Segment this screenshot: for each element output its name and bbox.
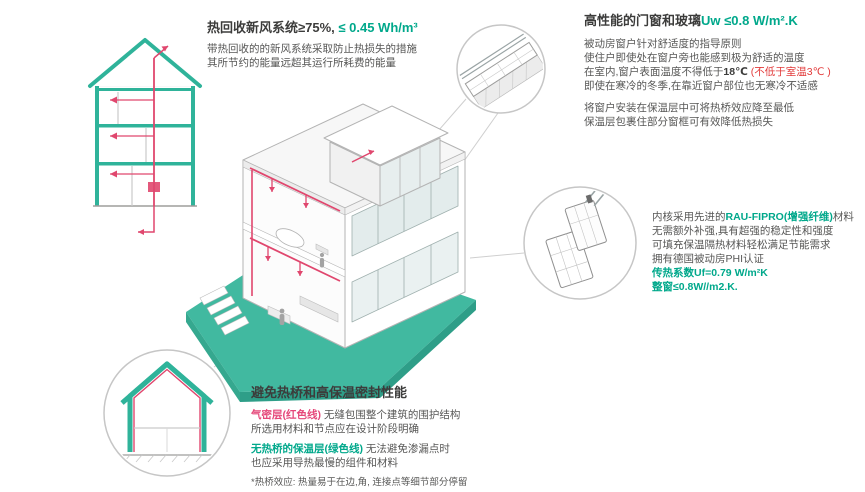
thermal-section: 避免热桥和高保温密封性能 气密层(红色线) 无缝包围整个建筑的围护结构 所选用材… [251, 385, 467, 490]
ground-hatch [123, 454, 203, 463]
windows-line3: 在室内,窗户表面温度不得低于18℃ (不低于室温3℃ ) [584, 65, 831, 79]
windows-body: 被动房窗户针对舒适度的指导原则 使住户即使处在窗户旁也能感到极为舒适的温度 在室… [584, 37, 831, 129]
windows-section: 高性能的门窗和玻璃Uw ≤0.8 W/m².K 被动房窗户针对舒适度的指导原则 … [584, 13, 831, 129]
hrv-arrow-icons [110, 46, 168, 235]
thermal-footnote: *热桥效应: 热量易于在边,角, 连接点等细节部分停留 [251, 476, 468, 488]
profile-line3: 可填充保温隔热材料轻松满足节能需求 [652, 239, 831, 251]
windows-line3-temp: 18℃ [723, 65, 751, 78]
thermal-line1-rest: 无缝包围整个建筑的围护结构 [321, 408, 461, 421]
isometric-house-illustration [242, 103, 466, 349]
stairs-illustration [199, 285, 250, 336]
windows-line3-note: (不低于室温3℃ ) [750, 65, 831, 78]
hrv-line2: 其所节约的能量远超其运行所耗费的能量 [207, 56, 396, 69]
interior-details-illustration [249, 149, 375, 325]
thermal-line1: 气密层(红色线) 无缝包围整个建筑的围护结构 [251, 408, 467, 422]
windows-line5: 将窗户安装在保温层中可将热桥效应降至最低 [584, 101, 794, 114]
thermal-line3: 无热桥的保温层(绿色线) 无法避免渗漏点时 [251, 442, 467, 456]
duct-arrow-icons [265, 149, 374, 276]
windows-title-value: Uw ≤0.8 W/m².K [701, 13, 798, 28]
thermal-body: 气密层(红色线) 无缝包围整个建筑的围护结构 所选用材料和节点应在设计阶段明确 … [251, 408, 467, 490]
windows-line4: 即使在寒冷的冬季,在靠近窗户部位也无寒冷不适感 [584, 79, 818, 92]
profile-line1: 内核采用先进的RAU-FIPRO(增强纤维)材料 [652, 210, 854, 224]
windows-line6: 保温层包裹住部分窗框可有效降低热损失 [584, 115, 773, 128]
hrv-title-main: 热回收新风系统≥75%, [207, 20, 335, 35]
thermal-line3-rest: 无法避免渗漏点时 [363, 442, 450, 455]
windows-title: 高性能的门窗和玻璃Uw ≤0.8 W/m².K [584, 13, 831, 30]
hrv-body: 带热回收的的新风系统采取防止热损失的措施 其所节约的能量远超其运行所耗费的能量 [207, 42, 418, 70]
window-corner-detail-illustration [456, 24, 546, 114]
profile-uw-value: 整窗≤0.8W//m2.K. [652, 281, 738, 293]
bathtub-illustration [275, 228, 305, 248]
profile-line1-suffix: 材料 [832, 211, 854, 223]
airtight-layer-line [133, 368, 201, 452]
thermal-insulation-label: 无热桥的保温层(绿色线) [251, 442, 363, 455]
profile-line1-prefix: 内核采用先进的 [652, 211, 726, 223]
insulated-house-detail-illustration [103, 349, 231, 477]
profile-line1-material: RAU-FIPRO(增强纤维) [725, 211, 833, 223]
profile-line4: 拥有德国被动房PHI认证 [652, 253, 765, 265]
hrv-unit-icon [148, 182, 160, 192]
profile-line2: 无需额外补强,具有超强的稳定性和强度 [652, 225, 834, 237]
person-figures [279, 252, 325, 325]
windows-line3-text: 在室内,窗户表面温度不得低于 [584, 65, 724, 78]
thermal-airtight-label: 气密层(红色线) [251, 408, 321, 421]
thermal-title: 避免热桥和高保温密封性能 [251, 385, 408, 400]
thermal-line2: 所选用材料和节点应在设计阶段明确 [251, 422, 419, 435]
profile-body: 内核采用先进的RAU-FIPRO(增强纤维)材料 无需额外补强,具有超强的稳定性… [652, 210, 854, 294]
hrv-title-value: ≤ 0.45 Wh/m³ [334, 20, 418, 35]
windows-line2: 使住户即使处在窗户旁也能感到极为舒适的温度 [584, 51, 805, 64]
hrv-title: 热回收新风系统≥75%, ≤ 0.45 Wh/m³ [207, 20, 418, 37]
profile-uf-value: 传热系数Uf=0.79 W/m²K [652, 267, 768, 279]
section-house-illustration [88, 38, 202, 235]
thermal-line4: 也应采用导热最慢的组件和材料 [251, 456, 398, 469]
profile-section: 内核采用先进的RAU-FIPRO(增强纤维)材料 无需额外补强,具有超强的稳定性… [652, 210, 854, 294]
hrv-section: 热回收新风系统≥75%, ≤ 0.45 Wh/m³ 带热回收的的新风系统采取防止… [207, 20, 418, 70]
hrv-line1: 带热回收的的新风系统采取防止热损失的措施 [207, 42, 417, 55]
windows-title-main: 高性能的门窗和玻璃 [584, 13, 702, 28]
window-profile-detail-illustration [523, 186, 637, 300]
windows-line1: 被动房窗户针对舒适度的指导原则 [584, 37, 742, 50]
